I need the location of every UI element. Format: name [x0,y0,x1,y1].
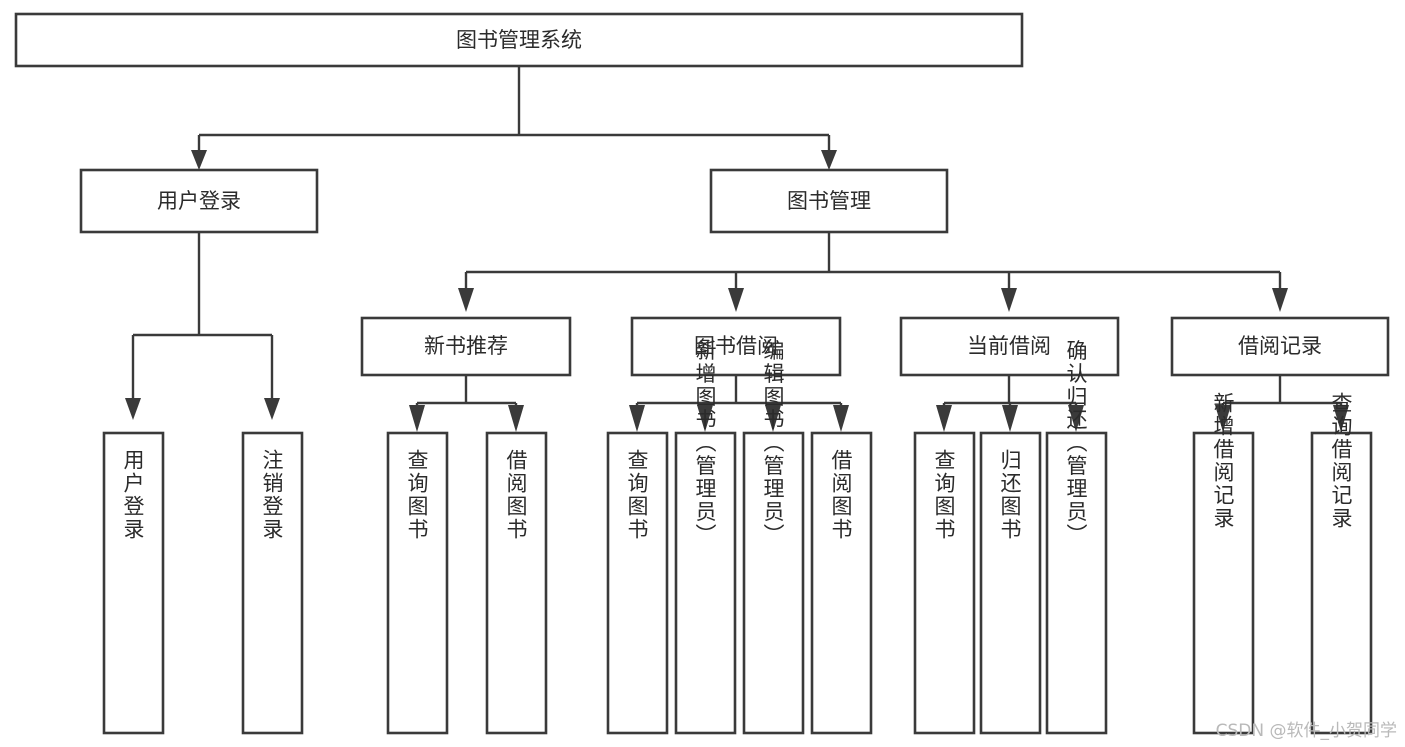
leaf-query-record-box[interactable] [1310,431,1373,735]
leaf-borrow-book-2[interactable]: 借阅图书 [810,431,873,735]
arrow-head-borrow-record [1272,288,1288,312]
node-root-label: 图书管理系统 [456,28,582,52]
leaf-return-book-label: 归还图书 [998,449,1022,541]
arrow-head-book-manage [821,150,837,170]
arrow-head-leaf-user-login [125,398,141,420]
node-borrow-record-box[interactable] [1170,316,1390,377]
arrow-head-leaf-query-book-3 [936,405,952,432]
leaf-logout-login-box[interactable] [241,431,304,735]
leaf-add-record-label: 新增借阅记录 [1211,392,1235,530]
leaf-add-record-box[interactable] [1192,431,1255,735]
leaf-query-book-2-box[interactable] [606,431,669,735]
node-current-borrow-label: 当前借阅 [967,334,1051,358]
leaf-query-book-2-label: 查询图书 [625,449,649,541]
node-new-book-recommend-box[interactable] [360,316,572,377]
node-user-login[interactable]: 用户登录 [79,168,319,234]
arrow-head-leaf-add-book [697,405,713,432]
leaf-borrow-book-2-label: 借阅图书 [829,449,853,541]
arrow-head-user-login [191,150,207,170]
leaf-borrow-book-1-box[interactable] [485,431,548,735]
arrow-head-new-book-recommend [458,288,474,312]
leaf-query-book-3[interactable]: 查询图书 [913,431,976,735]
arrow-head-leaf-query-book-1 [409,405,425,432]
leaf-add-book[interactable]: 新增图书（管理员） [674,340,737,735]
leaf-query-book-1-box[interactable] [386,431,449,735]
leaf-query-book-2[interactable]: 查询图书 [606,431,669,735]
leaf-user-login-box[interactable] [102,431,165,735]
leaf-query-book-3-label: 查询图书 [932,449,956,541]
csdn-watermark: CSDN @软件_小贺同学 [1215,721,1397,741]
arrow-head-leaf-borrow-book-1 [508,405,524,432]
arrow-head-leaf-edit-book [765,405,781,432]
node-root[interactable]: 图书管理系统 [14,12,1024,68]
node-book-borrow-label: 图书借阅 [694,334,778,358]
node-current-borrow-box[interactable] [899,316,1120,377]
leaf-edit-book-box[interactable] [742,431,805,735]
leaf-edit-book-label: 编辑图书（管理员） [761,340,785,547]
node-book-manage-box[interactable] [709,168,949,234]
leaf-borrow-book-1-label: 借阅图书 [504,449,528,541]
leaf-query-record[interactable]: 查询借阅记录 [1310,392,1373,735]
leaf-confirm-return-box[interactable] [1045,431,1108,735]
node-user-login-label: 用户登录 [157,189,241,213]
arrow-head-leaf-borrow-book-2 [833,405,849,432]
leaf-borrow-book-2-box[interactable] [810,431,873,735]
arrow-head-leaf-query-book-2 [629,405,645,432]
leaf-borrow-book-1[interactable]: 借阅图书 [485,431,548,735]
arrow-head-leaf-confirm-return [1068,405,1084,432]
connector-layer [125,66,1349,432]
leaf-add-book-label: 新增图书（管理员） [693,340,717,547]
node-borrow-record[interactable]: 借阅记录 [1170,316,1390,377]
node-book-borrow-box[interactable] [630,316,842,377]
node-current-borrow[interactable]: 当前借阅 [899,316,1120,377]
leaf-confirm-return[interactable]: 确认归还（管理员） [1045,340,1108,735]
leaf-add-book-box[interactable] [674,431,737,735]
node-book-borrow[interactable]: 图书借阅 [630,316,842,377]
node-book-manage[interactable]: 图书管理 [709,168,949,234]
leaf-confirm-return-label: 确认归还（管理员） [1064,340,1088,547]
arrow-head-leaf-query-record [1333,405,1349,432]
arrow-head-leaf-return-book [1002,405,1018,432]
leaf-return-book[interactable]: 归还图书 [979,431,1042,735]
leaf-user-login-label: 用户登录 [121,449,145,541]
leaf-query-book-3-box[interactable] [913,431,976,735]
node-book-manage-label: 图书管理 [787,189,871,213]
leaf-edit-book[interactable]: 编辑图书（管理员） [742,340,805,735]
leaf-user-login[interactable]: 用户登录 [102,431,165,735]
leaf-query-record-label: 查询借阅记录 [1329,392,1353,530]
arrow-head-book-borrow [728,288,744,312]
leaf-logout-login-label: 注销登录 [260,449,284,541]
leaf-add-record[interactable]: 新增借阅记录 [1192,392,1255,735]
node-borrow-record-label: 借阅记录 [1238,334,1322,358]
leaf-query-book-1-label: 查询图书 [405,449,429,541]
arrow-head-leaf-logout-login [264,398,280,420]
node-user-login-box[interactable] [79,168,319,234]
node-root-box[interactable] [14,12,1024,68]
arrow-head-leaf-add-record [1215,405,1231,432]
leaf-query-book-1[interactable]: 查询图书 [386,431,449,735]
leaf-logout-login[interactable]: 注销登录 [241,431,304,735]
node-new-book-recommend[interactable]: 新书推荐 [360,316,572,377]
node-new-book-recommend-label: 新书推荐 [424,334,508,358]
arrow-head-current-borrow [1001,288,1017,312]
leaf-return-book-box[interactable] [979,431,1042,735]
